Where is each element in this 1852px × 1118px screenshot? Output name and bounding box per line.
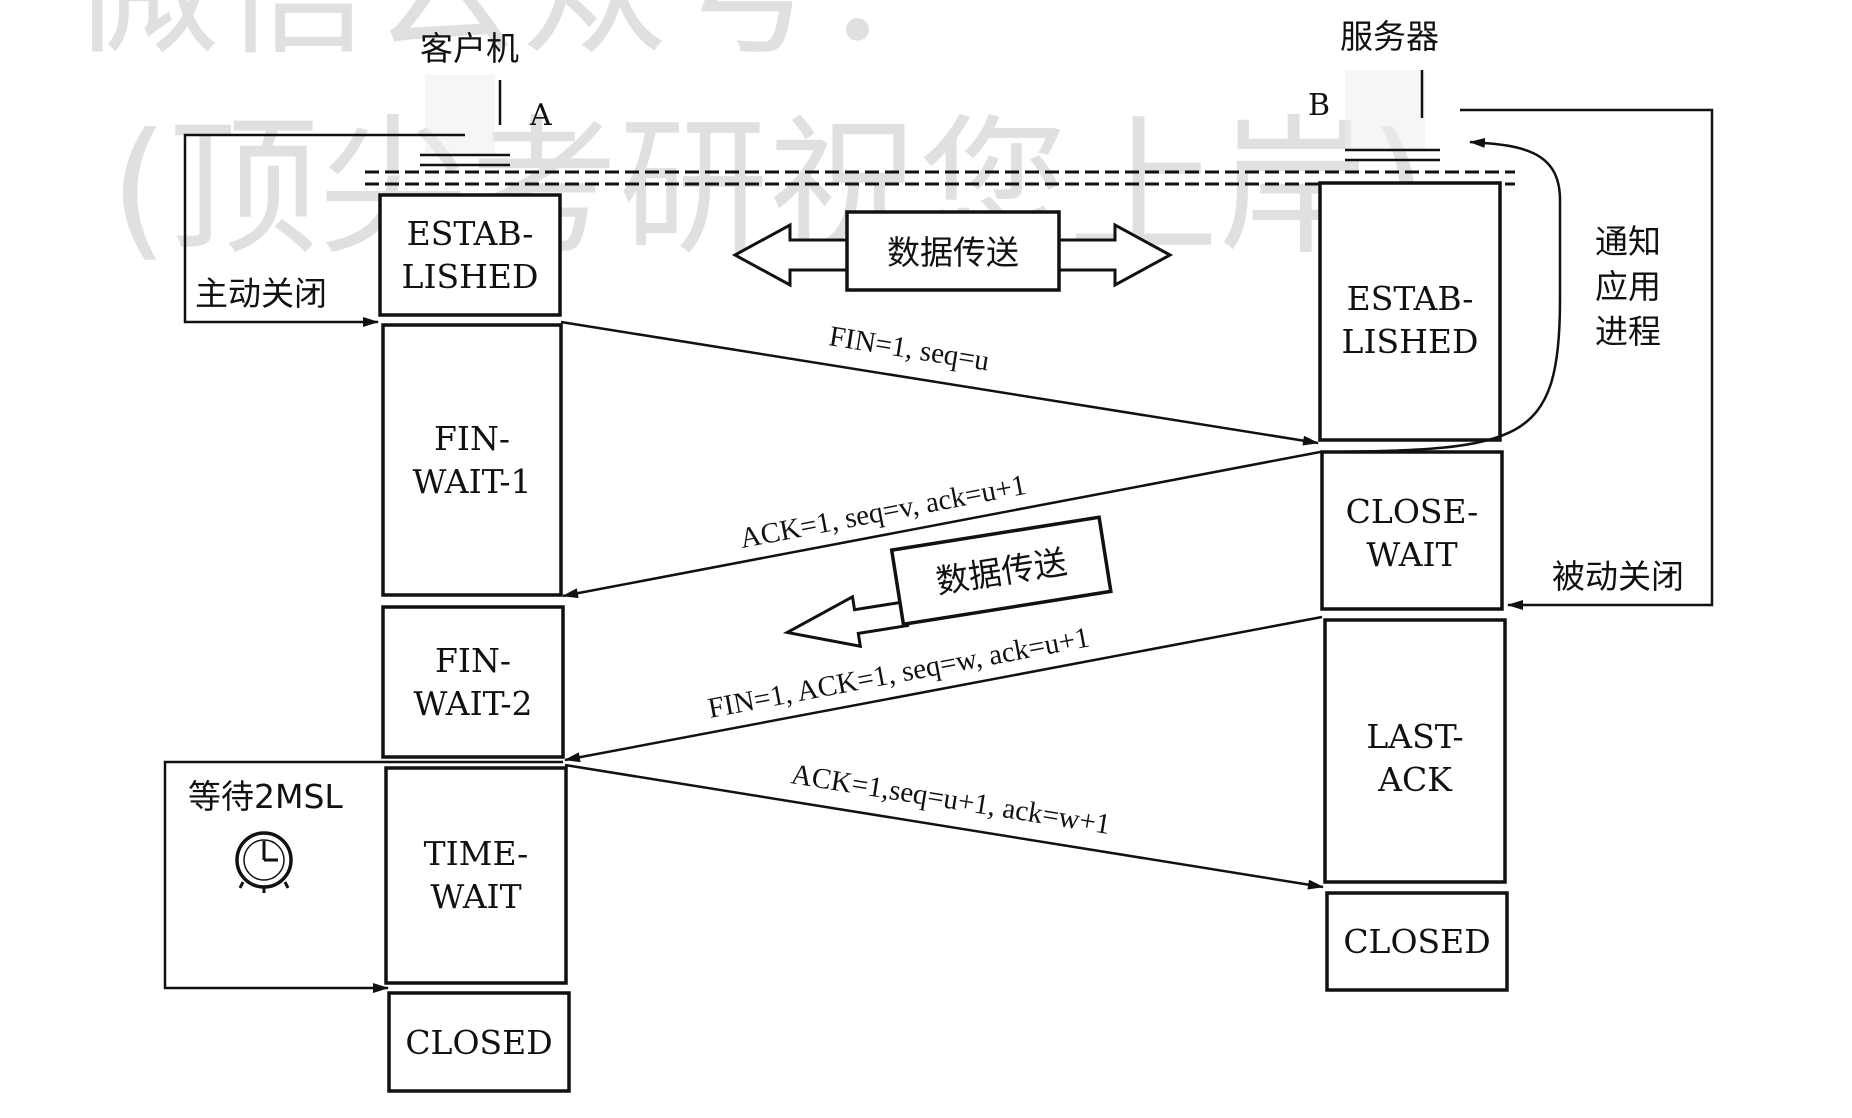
server-last-ack-line1: LAST- xyxy=(1366,717,1463,756)
client-established-line2: LISHED xyxy=(402,257,539,296)
client-closed-label: CLOSED xyxy=(405,1023,552,1062)
client-state-fin-wait-1: FIN- WAIT-1 xyxy=(381,323,563,597)
server-computer-icon xyxy=(1345,70,1440,162)
client-letter: A xyxy=(529,98,552,133)
notify-app-curve: 通知 应用 进程 xyxy=(1319,137,1661,454)
clock-icon xyxy=(235,831,293,893)
server-close-wait-line1: CLOSE- xyxy=(1346,492,1479,531)
active-close-bracket: 主动关闭 xyxy=(183,133,465,327)
wait-2msl-bracket: 等待2MSL xyxy=(163,760,563,993)
server-closed-label: CLOSED xyxy=(1343,922,1490,961)
message-fin-ack-label: FIN=1, ACK=1, seq=w, ack=u+1 xyxy=(705,621,1092,724)
server-label: 服务器 xyxy=(1340,17,1439,56)
client-established-line1: ESTAB- xyxy=(407,214,534,253)
message-final-ack-label: ACK=1,seq=u+1, ack=w+1 xyxy=(789,758,1113,841)
server-last-ack-line2: ACK xyxy=(1377,760,1453,799)
message-fin-client: FIN=1, seq=u xyxy=(560,320,1319,446)
client-state-established: ESTAB- LISHED xyxy=(378,193,562,317)
message-fin-ack-server: FIN=1, ACK=1, seq=w, ack=u+1 xyxy=(564,615,1323,763)
message-ack-client: ACK=1,seq=u+1, ack=w+1 xyxy=(564,758,1324,890)
server-state-close-wait: CLOSE- WAIT xyxy=(1320,450,1504,611)
server-close-wait-line2: WAIT xyxy=(1366,535,1457,574)
notify-label-2: 应用 xyxy=(1595,267,1661,306)
server-letter: B xyxy=(1308,88,1330,123)
client-time-wait-line2: WAIT xyxy=(430,877,521,916)
data-transfer-label-1: 数据传送 xyxy=(887,233,1019,272)
client-fin-wait-1-line2: WAIT-1 xyxy=(412,462,531,501)
passive-close-bracket: 被动关闭 xyxy=(1460,108,1714,610)
client-computer-icon xyxy=(420,75,510,167)
server-established-line2: LISHED xyxy=(1342,322,1479,361)
data-transfer-server-to-client: 数据传送 xyxy=(782,515,1113,649)
client-state-time-wait: TIME- WAIT xyxy=(384,766,568,985)
server-established-line1: ESTAB- xyxy=(1347,279,1474,318)
server-state-established: ESTAB- LISHED xyxy=(1318,181,1502,442)
data-transfer-bidirectional: 数据传送 xyxy=(731,210,1174,292)
client-fin-wait-2-line2: WAIT-2 xyxy=(413,684,532,723)
client-fin-wait-1-line1: FIN- xyxy=(434,419,510,458)
passive-close-label: 被动关闭 xyxy=(1552,557,1684,596)
server-state-closed: CLOSED xyxy=(1325,891,1509,992)
client-time-wait-line1: TIME- xyxy=(424,834,529,873)
client-label: 客户机 xyxy=(420,29,519,68)
wait-2msl-label: 等待2MSL xyxy=(188,777,343,816)
client-state-closed: CLOSED xyxy=(387,991,571,1093)
watermark-line-1: 微信公众号： xyxy=(70,0,970,76)
notify-label-1: 通知 xyxy=(1595,222,1661,261)
notify-label-3: 进程 xyxy=(1595,312,1661,351)
server-state-last-ack: LAST- ACK xyxy=(1323,618,1507,884)
client-fin-wait-2-line1: FIN- xyxy=(435,641,511,680)
active-close-label: 主动关闭 xyxy=(195,274,327,313)
client-state-fin-wait-2: FIN- WAIT-2 xyxy=(381,605,565,759)
